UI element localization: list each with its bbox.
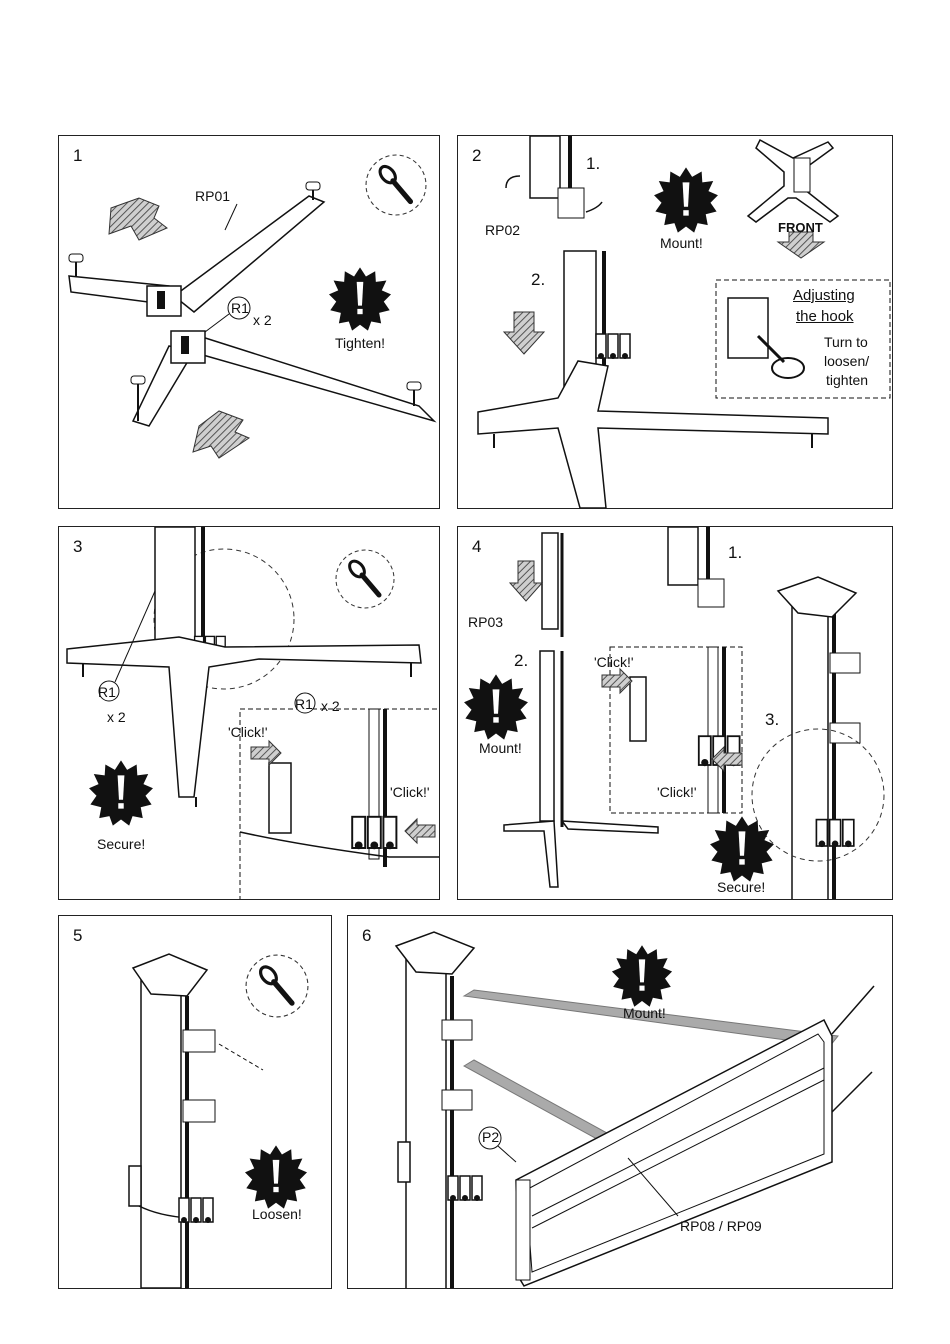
hook-text-line-3: tighten <box>826 372 868 388</box>
substep-2-label: 2. <box>514 651 528 671</box>
step-4-panel: 4 1. 2. 3. RP03 'Click!' 'Click!' Mount!… <box>457 526 893 900</box>
down-arrow-icon <box>504 312 544 354</box>
warning-burst-icon <box>245 1145 307 1208</box>
action-label: Mount! <box>660 235 703 251</box>
step-number: 3 <box>73 537 82 557</box>
step-1-illustration <box>59 136 440 509</box>
warning-burst-icon <box>654 167 718 232</box>
warning-burst-icon <box>464 674 528 739</box>
step-number: 2 <box>472 146 481 166</box>
action-label: Mount! <box>623 1005 666 1021</box>
step-5-panel: 5 Loosen! <box>58 915 332 1289</box>
step-number: 6 <box>362 926 371 946</box>
warning-burst-icon <box>329 267 391 330</box>
action-label: Secure! <box>97 836 145 852</box>
ref-label: R1 <box>231 300 249 316</box>
allen-key-icon <box>336 550 394 608</box>
part-label: RP03 <box>468 614 503 630</box>
step-5-illustration <box>59 916 332 1289</box>
substep-3-label: 3. <box>765 710 779 730</box>
action-label: Loosen! <box>252 1206 302 1222</box>
hook-title-line-2: the hook <box>796 308 854 325</box>
warning-burst-icon <box>89 760 153 825</box>
click-label-1: 'Click!' <box>228 724 268 740</box>
ref-label: R1 <box>98 684 116 700</box>
step-number: 5 <box>73 926 82 946</box>
warning-burst-icon <box>710 816 774 881</box>
step-4-illustration <box>458 527 893 900</box>
action-label-1: Mount! <box>479 740 522 756</box>
substep-1-label: 1. <box>728 543 742 563</box>
substep-2-label: 2. <box>531 270 545 290</box>
substep-1-label: 1. <box>586 154 600 174</box>
ref-label-detail: R1 <box>295 696 313 712</box>
hook-text-line-2: loosen/ <box>824 353 869 369</box>
hook-title-line-1: Adjusting <box>793 287 855 304</box>
step-6-illustration <box>348 916 893 1289</box>
step-6-panel: 6 Mount! P2 RP08 / RP09 <box>347 915 893 1289</box>
step-3-panel: 3 R1 x 2 R1 x 2 'Click!' 'Click!' Secure… <box>58 526 440 900</box>
hook-text-line-1: Turn to <box>824 334 868 350</box>
direction-arrow-top <box>109 198 167 240</box>
warning-burst-icon <box>612 945 672 1006</box>
qty-label-detail: x 2 <box>321 698 340 714</box>
step-number: 1 <box>73 146 82 166</box>
click-label-2: 'Click!' <box>657 784 697 800</box>
click-label-2: 'Click!' <box>390 784 430 800</box>
action-label-2: Secure! <box>717 879 765 895</box>
step-1-panel: 1 RP01 R1 x 2 Tighten! <box>58 135 440 509</box>
front-label: FRONT <box>778 220 823 235</box>
part-label: RP02 <box>485 222 520 238</box>
step-number: 4 <box>472 537 481 557</box>
click-label-1: 'Click!' <box>594 654 634 670</box>
allen-key-icon <box>246 955 308 1017</box>
step-2-panel: 2 1. 2. RP02 Mount! FRONT Adjusting the … <box>457 135 893 509</box>
part-label: RP08 / RP09 <box>680 1218 762 1234</box>
allen-key-icon <box>366 155 426 215</box>
direction-arrow-bottom <box>193 411 249 458</box>
front-arrow-icon <box>778 232 824 258</box>
ref-label: P2 <box>482 1129 499 1145</box>
qty-label: x 2 <box>107 709 126 725</box>
qty-label: x 2 <box>253 312 272 328</box>
action-label: Tighten! <box>335 335 385 351</box>
part-label: RP01 <box>195 188 230 204</box>
